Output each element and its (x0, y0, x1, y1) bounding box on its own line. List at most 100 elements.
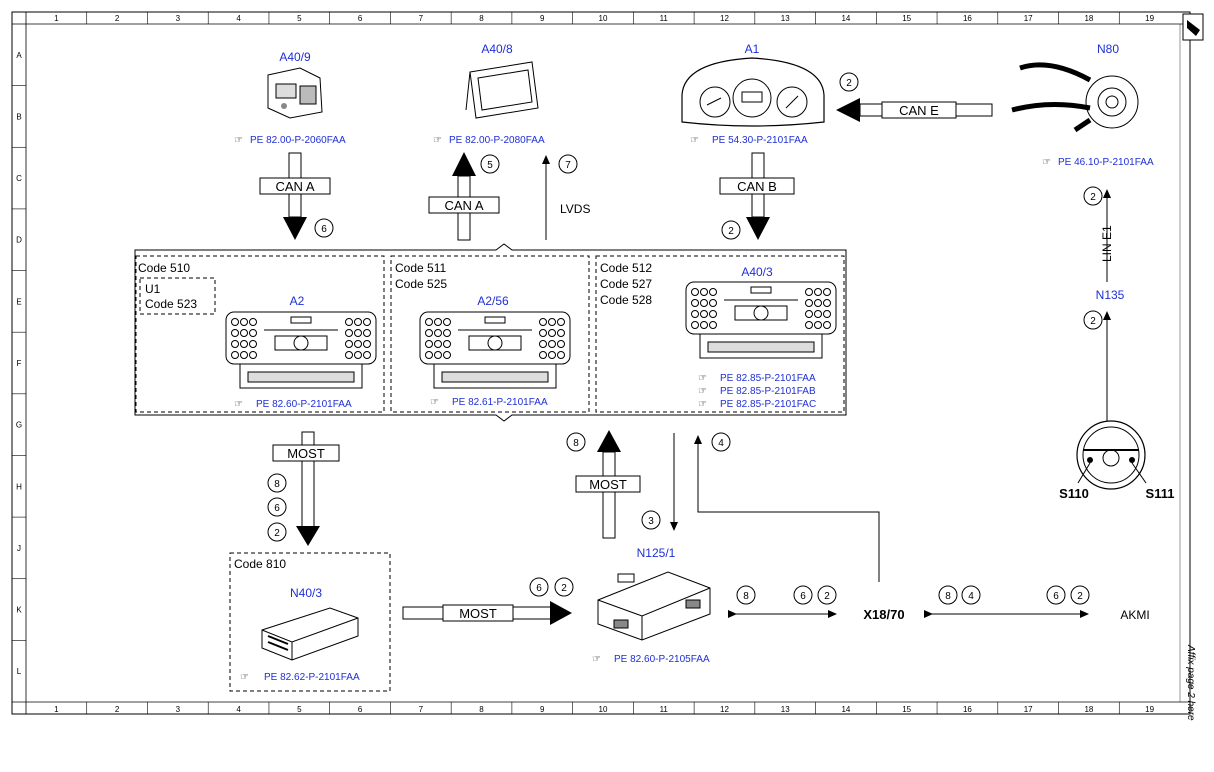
circle-2: 2 (817, 585, 837, 605)
code-510: Code 510 (138, 261, 190, 275)
a2-56-radio-icon (419, 311, 571, 389)
grid-column-label: 8 (479, 14, 484, 23)
circle-6: 6 (1046, 585, 1066, 605)
code-510-box (135, 255, 385, 413)
code-512: Code 512 (600, 261, 652, 275)
head-unit-group-outline (134, 243, 847, 422)
circle-8: 8 (736, 585, 756, 605)
can-a-link-a40-8: CAN A (428, 152, 500, 241)
grid-column-label: 2 (115, 705, 120, 714)
n125-1-module-icon (597, 571, 711, 641)
ref-hand-icon: ☞ (690, 135, 699, 146)
circle-5: 5 (480, 154, 500, 174)
grid-column-label: 15 (902, 14, 911, 23)
grid-row-label: K (16, 606, 22, 615)
code-810-box (229, 552, 391, 692)
grid-column-label: 12 (720, 705, 729, 714)
grid-row-label: B (16, 112, 21, 121)
grid-column-label: 6 (358, 14, 363, 23)
code-523: Code 523 (145, 297, 197, 311)
grid-column-label: 12 (720, 14, 729, 23)
svg-text:6: 6 (1053, 591, 1059, 602)
a1-label: A1 (745, 42, 760, 56)
a40-8-display-icon (465, 61, 539, 119)
code-528: Code 528 (600, 293, 652, 307)
svg-text:2: 2 (1077, 591, 1083, 602)
ref-hand-icon: ☞ (698, 386, 707, 397)
grid-column-label: 1 (54, 14, 59, 23)
can-e-link: CAN E (836, 98, 993, 122)
lin-e1-label: LIN E1 (1100, 225, 1114, 262)
grid-column-label: 5 (297, 705, 302, 714)
ref-hand-icon: ☞ (234, 135, 243, 146)
akmi-label: AKMI (1120, 608, 1149, 622)
ref-hand-icon: ☞ (592, 654, 601, 665)
grid-column-label: 16 (963, 705, 972, 714)
outer-frame (11, 11, 1191, 715)
grid-row-label: L (17, 667, 22, 676)
svg-text:6: 6 (536, 583, 542, 594)
svg-text:8: 8 (743, 591, 749, 602)
grid-column-label: 16 (963, 14, 972, 23)
grid-column-label: 2 (115, 14, 120, 23)
svg-text:3: 3 (648, 516, 654, 527)
grid-column-label: 4 (236, 705, 241, 714)
can-a-label: CAN A (275, 179, 314, 194)
grid-column-label: 4 (236, 14, 241, 23)
a2-ref: PE 82.60-P-2101FAA (256, 399, 352, 410)
a40-9-label: A40/9 (279, 50, 311, 64)
grid-column-label: 14 (841, 14, 850, 23)
most-link-a2-n40-3: MOST (272, 431, 340, 546)
grid-column-label: 10 (599, 14, 608, 23)
circle-2: 2 (1083, 310, 1103, 330)
n80-ref: PE 46.10-P-2101FAA (1058, 157, 1154, 168)
grid-column-label: 9 (540, 14, 545, 23)
grid-column-label: 17 (1024, 705, 1033, 714)
grid-column-label: 11 (660, 14, 669, 23)
can-b-link: CAN B (719, 152, 795, 240)
s111-label: S111 (1146, 486, 1175, 501)
most-label: MOST (589, 477, 627, 492)
circle-8: 8 (566, 432, 586, 452)
circle-2: 2 (1070, 585, 1090, 605)
grid-row-label: A (16, 51, 22, 60)
grid-column-label: 18 (1084, 14, 1093, 23)
n125-1-label: N125/1 (637, 546, 676, 560)
grid-row-label: J (17, 544, 21, 553)
n80-steering-switch-icon (1011, 62, 1139, 133)
svg-text:2: 2 (561, 583, 567, 594)
n125-1-ref: PE 82.60-P-2105FAA (614, 654, 710, 665)
side-note: Affix page 2 here (1185, 644, 1196, 721)
most-link-n125-up: MOST (575, 430, 641, 539)
circle-4: 4 (961, 585, 981, 605)
code-512-box (595, 255, 845, 413)
circle-8: 8 (938, 585, 958, 605)
a40-3-ref-2: PE 82.85-P-2101FAB (720, 386, 816, 397)
svg-text:4: 4 (968, 591, 974, 602)
grid-row-label: H (16, 482, 22, 491)
n135-label: N135 (1096, 288, 1125, 302)
a1-ref: PE 54.30-P-2101FAA (712, 135, 808, 146)
code-525: Code 525 (395, 277, 447, 291)
svg-text:2: 2 (1090, 316, 1096, 327)
circle-6: 6 (793, 585, 813, 605)
circle-8: 8 (267, 473, 287, 493)
a40-9-device-icon (267, 67, 323, 119)
svg-text:8: 8 (274, 479, 280, 490)
ref-hand-icon: ☞ (1042, 157, 1051, 168)
circle-6: 6 (267, 497, 287, 517)
a2-56-label: A2/56 (477, 294, 509, 308)
a40-8-label: A40/8 (481, 42, 513, 56)
u1: U1 (145, 282, 161, 296)
svg-text:2: 2 (1090, 192, 1096, 203)
svg-text:7: 7 (565, 160, 571, 171)
most-label: MOST (459, 606, 497, 621)
svg-text:8: 8 (945, 591, 951, 602)
x18-70-to-a40-3-line (694, 435, 880, 582)
circle-2: 2 (721, 220, 741, 240)
svg-text:6: 6 (274, 503, 280, 514)
grid-column-label: 13 (781, 14, 790, 23)
a40-3-ref-1: PE 82.85-P-2101FAA (720, 373, 816, 384)
svg-text:4: 4 (718, 438, 724, 449)
a2-56-ref: PE 82.61-P-2101FAA (452, 397, 548, 408)
